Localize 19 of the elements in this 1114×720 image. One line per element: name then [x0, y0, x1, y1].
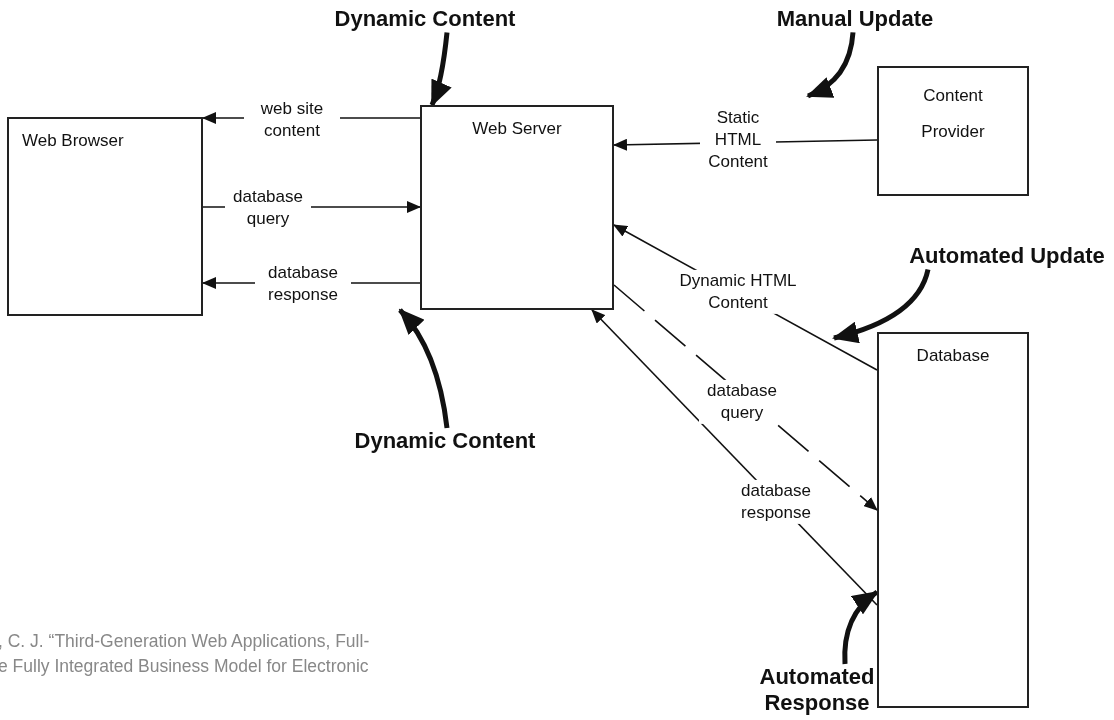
callout-arrow	[398, 308, 450, 429]
process-box	[877, 332, 1029, 708]
callout-text: Automated Update	[900, 243, 1114, 270]
process-box	[420, 105, 614, 310]
box-label: Database	[915, 346, 991, 366]
box-label: Web Browser	[22, 131, 124, 151]
process-box	[7, 117, 203, 316]
box-label: Web Server	[471, 119, 563, 139]
callout-arrow	[429, 32, 452, 107]
callout-arrow	[832, 268, 931, 343]
callout-arrow	[842, 589, 879, 665]
box-label: Content Provider	[920, 85, 986, 143]
callout-text: Dynamic Content	[325, 6, 525, 33]
callout-text: Dynamic Content	[345, 428, 545, 455]
process-box	[877, 66, 1029, 196]
callout-text: Automated Response	[742, 664, 892, 717]
callout-arrow	[806, 32, 856, 99]
callout-text: Manual Update	[760, 6, 950, 33]
citation-text: , C. J. “Third-Generation Web Applications, Full-	[0, 631, 370, 652]
